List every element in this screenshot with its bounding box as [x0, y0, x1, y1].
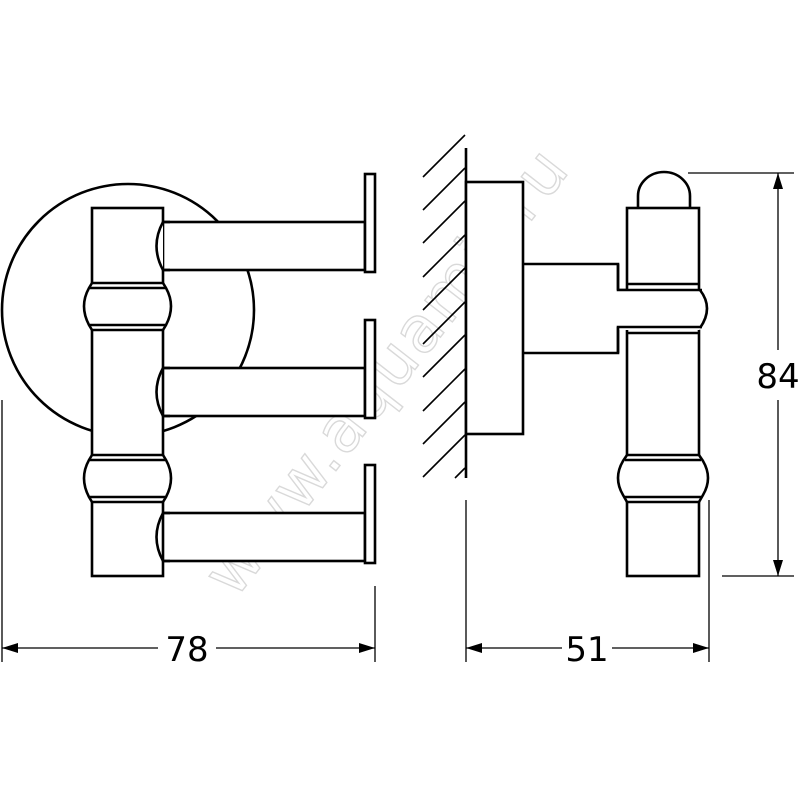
arm-end-plate — [363, 318, 377, 420]
dimension-label-width: 78 — [165, 630, 208, 670]
collar-lower — [82, 453, 173, 504]
swivel-bar — [90, 206, 170, 578]
hook-arm-top — [148, 172, 377, 274]
arm-end-plate — [363, 463, 377, 565]
arm-end-plate — [363, 172, 377, 274]
dome-cap — [636, 170, 692, 208]
collar-upper — [82, 281, 173, 332]
arrow-left-icon — [2, 643, 18, 653]
arrow-right-icon — [359, 643, 375, 653]
side-view — [422, 134, 794, 662]
base-plate — [464, 180, 525, 436]
arrow-left-icon — [466, 643, 482, 653]
front-view — [0, 172, 377, 662]
dimension-label-height: 84 — [756, 357, 799, 397]
side-swivel-bar — [625, 206, 701, 578]
wall-hatching — [422, 134, 466, 479]
arrow-up-icon — [773, 173, 783, 189]
arrow-right-icon — [693, 643, 709, 653]
dimension-height: 84 — [756, 173, 800, 576]
arrow-down-icon — [773, 560, 783, 576]
side-collar-upper — [616, 264, 709, 353]
dimension-depth: 51 — [466, 630, 709, 670]
stem — [523, 262, 627, 355]
dimension-width: 78 — [2, 630, 375, 670]
side-collar-lower — [616, 453, 710, 504]
dimension-label-depth: 51 — [565, 630, 608, 670]
